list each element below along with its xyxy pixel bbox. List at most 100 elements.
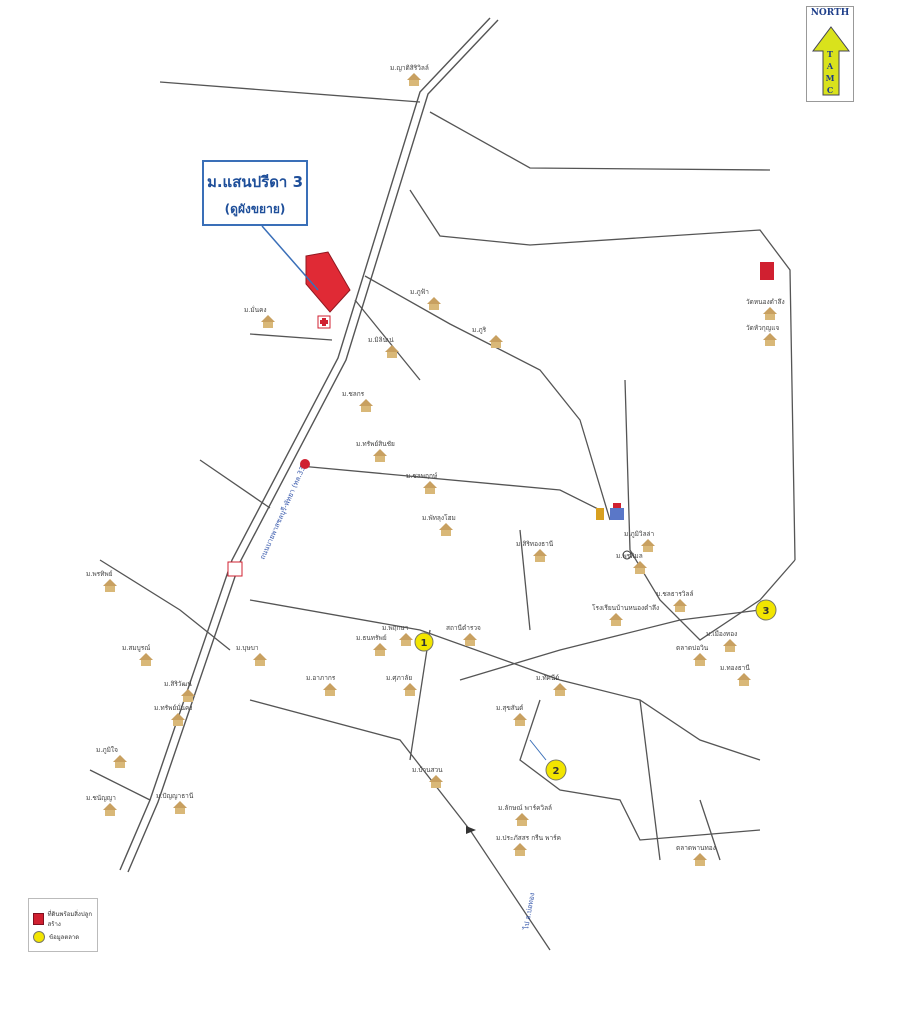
place-label: ม.ชลธารวิลล์ (656, 590, 693, 598)
gas-station-icon (300, 459, 310, 469)
house-icon (673, 599, 687, 612)
house-icon (103, 579, 117, 592)
callout-pointer (261, 225, 319, 291)
house-icon (633, 561, 647, 574)
legend-row-subject: ที่ดินพร้อมสิ่งปลูกสร้าง (33, 909, 97, 929)
house-icon (763, 307, 777, 320)
legend-subject-label: ที่ดินพร้อมสิ่งปลูกสร้าง (47, 911, 92, 928)
subject-plot[interactable] (305, 251, 351, 313)
house-icon (403, 683, 417, 696)
road-cross (249, 599, 761, 761)
house-icon (427, 297, 441, 310)
place-label: ม.พฤกษา (382, 624, 409, 632)
place-label: ม.ทรัพย์มั่นคง (154, 703, 192, 712)
legend-marker-label: ข้อมูลตลาด (49, 934, 80, 941)
house-icon (399, 633, 413, 646)
airplane-icon (466, 826, 476, 834)
road-east-branch (354, 299, 421, 381)
road-branch-east (639, 699, 661, 861)
place-labels: ม.ญาติสิริวิลล์ม.ภูฟ้าม.มิลินเน่ม.มั่นคง… (86, 64, 785, 852)
main-highway-edge (127, 19, 499, 873)
house-icon (693, 653, 707, 666)
hospital-icon (317, 315, 331, 329)
house-icon (423, 481, 437, 494)
place-label: ม.สิริทองธานี (516, 540, 554, 548)
place-label: วัดหนองตำลึง (746, 298, 785, 306)
place-label: ม.ทัศนีย์ (536, 674, 559, 682)
road-branch-east-2 (699, 799, 721, 861)
place-label: ม.ธนทรัพย์ (356, 634, 387, 642)
road-west-short (249, 333, 333, 341)
subject-callout[interactable]: ม.แสนปรีดา 3 (ดูผังขยาย) (202, 160, 308, 226)
house-icon (641, 539, 655, 552)
market-marker-3[interactable]: 3 (755, 599, 777, 621)
place-label: ตลาดพานทอง (676, 844, 716, 852)
subject-title: ม.แสนปรีดา 3 (206, 173, 304, 191)
place-label: ม.ชนัญญา (86, 794, 116, 802)
main-highway (119, 17, 491, 871)
house-icon (323, 683, 337, 696)
place-label: ม.สิริวัฒน์ (164, 680, 192, 688)
place-label: ม.ลักษณ์ พาร์ควิลล์ (498, 804, 552, 812)
marker-1-label: 1 (421, 638, 428, 649)
place-label: ม.ภูริ (472, 326, 487, 334)
house-icon (737, 673, 751, 686)
temple-icon (596, 508, 604, 520)
place-label: ตลาดบ่อวิน (676, 644, 709, 652)
house-icon (723, 639, 737, 652)
place-label: ม.อาภากร (306, 674, 336, 682)
house-icons (103, 73, 777, 866)
north-letter-t: T (827, 49, 833, 59)
house-icon (439, 523, 453, 536)
place-label: ม.ภูฟ้า (410, 288, 429, 296)
legend-row-marker: ข้อมูลตลาด (33, 931, 79, 943)
north-letter-a: A (826, 61, 834, 71)
place-label: ม.พรทิพย์ (86, 570, 113, 578)
road-top-west (159, 81, 421, 103)
place-label: ม.บุษบา (236, 644, 259, 652)
market-marker-1[interactable]: 1 (414, 632, 434, 652)
legend-subject-swatch (33, 913, 44, 925)
house-icon (463, 633, 477, 646)
north-letter-c: C (826, 85, 834, 95)
place-label: ม.ภูมิวิลล่า (624, 530, 655, 538)
place-label: ม.ญาติสิริวิลล์ (390, 64, 429, 72)
north-arrow: NORTH T A M C (806, 6, 854, 102)
road-network (89, 17, 796, 951)
house-icon (513, 843, 527, 856)
road-south-3 (519, 699, 761, 841)
place-label: ม.เมืองทอง (706, 630, 737, 638)
road-sw (99, 559, 231, 651)
house-icon (489, 335, 503, 348)
marker-3-label: 3 (763, 606, 770, 617)
place-label: ม.ชลพฤกษ์ (406, 472, 438, 480)
market-marker-2[interactable]: 2 (545, 759, 567, 781)
road-middle (299, 465, 601, 511)
road-south (249, 699, 551, 951)
building-icon (760, 262, 774, 280)
place-label: ม.สมบูรณ์ (122, 644, 150, 652)
school-icon (610, 503, 624, 520)
place-label: ม.มั่นคง (244, 305, 267, 314)
house-icon (373, 449, 387, 462)
place-label: โรงเรียนบ้านหนองตำลึง (592, 604, 659, 612)
road-cross-2 (459, 609, 761, 681)
house-icon (261, 315, 275, 328)
house-icon (359, 399, 373, 412)
north-arrow-icon (812, 26, 850, 96)
house-icon (407, 73, 421, 86)
place-label: ม.บ้านสวน (412, 766, 443, 774)
road-branch-north (519, 529, 531, 631)
highway-label: ถนนบายพาสชลบุรี-พัทยา (ทล.331) (259, 458, 310, 560)
house-icon (429, 775, 443, 788)
place-label: ม.สุขสันต์ (496, 704, 523, 712)
house-icon (609, 613, 623, 626)
road-middle-west (199, 459, 271, 509)
house-icon (553, 683, 567, 696)
house-icon (533, 549, 547, 562)
road-northeast (409, 189, 796, 561)
house-icon (385, 345, 399, 358)
house-icon (515, 813, 529, 826)
legend-marker-swatch (33, 931, 45, 943)
